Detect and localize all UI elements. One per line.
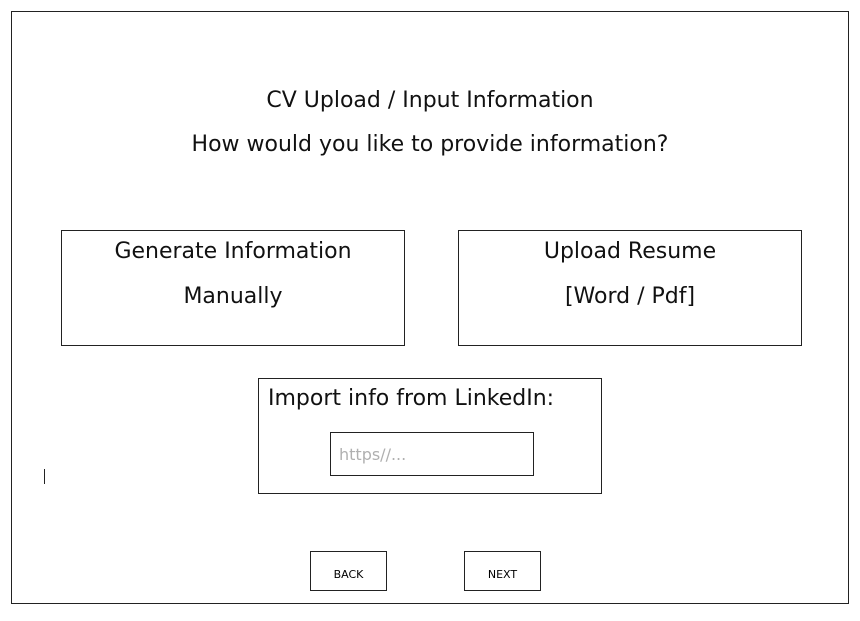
text-cursor [44,469,45,484]
page-frame [11,11,849,604]
generate-manually-option[interactable]: Generate Information Manually [61,230,405,346]
generate-manually-label: Generate Information [114,239,352,264]
upload-resume-option[interactable]: Upload Resume [Word / Pdf] [458,230,802,346]
linkedin-import-label: Import info from LinkedIn: [268,386,555,411]
linkedin-import-panel: Import info from LinkedIn: [258,378,602,494]
next-button[interactable]: NEXT [464,551,541,591]
upload-resume-label: Upload Resume [543,239,717,264]
back-button[interactable]: BACK [310,551,387,591]
generate-manually-sublabel: Manually [183,284,283,309]
upload-resume-formats: [Word / Pdf] [564,284,696,309]
page-subtitle: How would you like to provide informatio… [191,132,669,157]
linkedin-url-input[interactable] [330,432,534,476]
page-title: CV Upload / Input Information [266,88,594,113]
